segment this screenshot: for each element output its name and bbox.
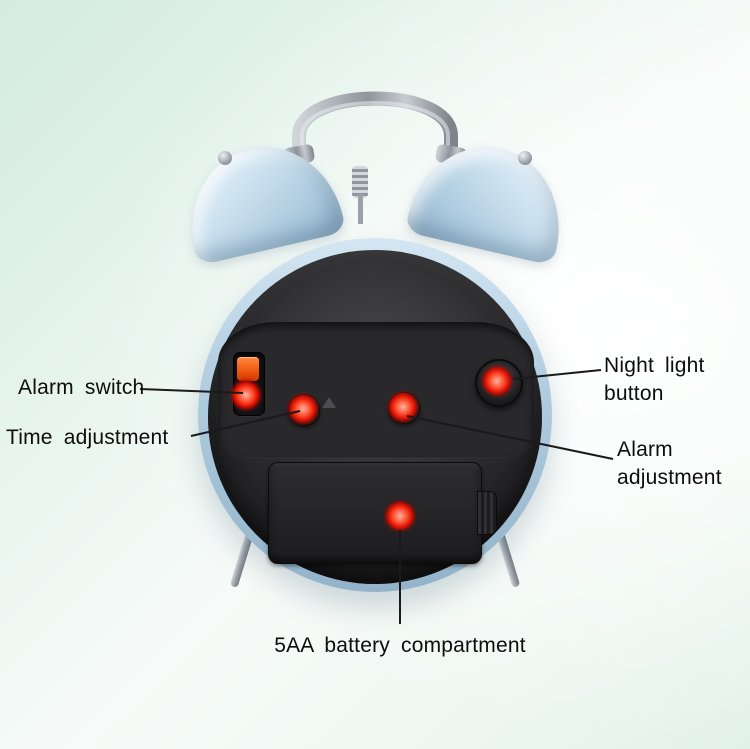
handle-highlight	[300, 101, 450, 168]
bell-right	[404, 132, 576, 266]
battery-latch[interactable]	[477, 491, 497, 535]
time-adjustment-knob[interactable]	[288, 394, 320, 426]
bell-hammer-rod	[358, 194, 363, 224]
night-light-button-label: Night light button	[604, 354, 705, 406]
time-adjustment-label: Time adjustment	[6, 426, 169, 449]
triangle-marker-icon	[322, 397, 336, 408]
alarm-adjustment-label: Alarm adjustment	[617, 438, 722, 490]
battery-compartment[interactable]	[268, 462, 482, 564]
alarm-switch[interactable]	[237, 357, 259, 381]
carry-handle	[292, 91, 458, 177]
bell-screw-right-icon	[518, 151, 532, 165]
bell-screw-left-icon	[218, 151, 232, 165]
alarm-adjustment-knob[interactable]	[388, 392, 420, 424]
battery-compartment-label: 5AA battery compartment	[274, 634, 526, 657]
night-light-core	[487, 371, 507, 391]
night-light-button[interactable]	[475, 359, 523, 407]
alarm-switch-label: Alarm switch	[18, 376, 145, 399]
